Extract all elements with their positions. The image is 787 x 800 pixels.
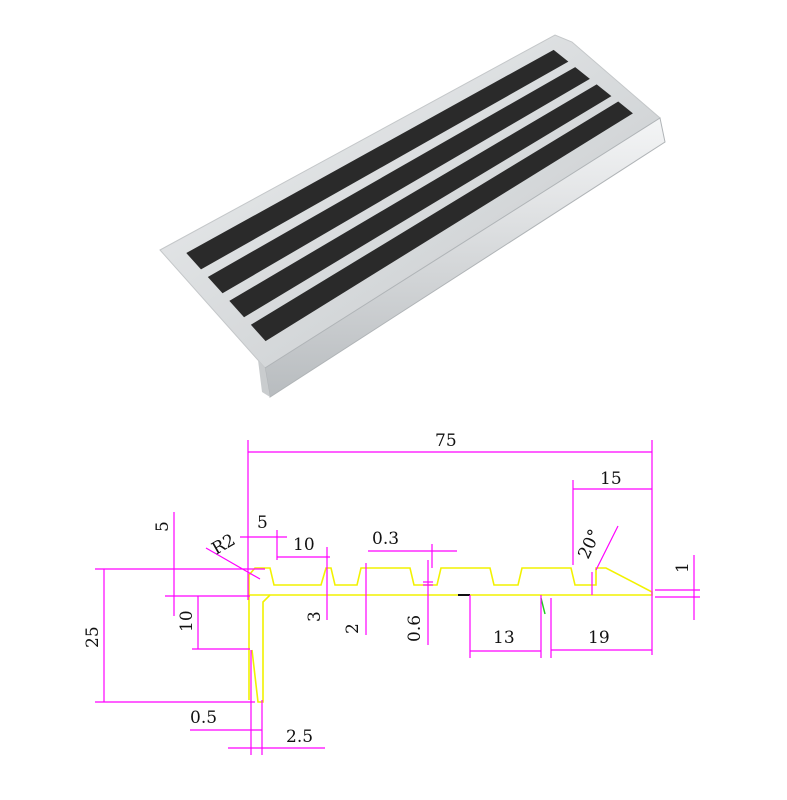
- anti-slip-strip: [229, 84, 612, 318]
- dim-5-top: 5: [257, 513, 268, 533]
- anti-slip-strip: [186, 49, 569, 270]
- dim-0-5: 0.5: [190, 708, 217, 728]
- dim-75: 75: [435, 431, 457, 451]
- dim-10-top: 10: [293, 535, 315, 555]
- dim-r2: R2: [209, 530, 239, 559]
- green-mark: [540, 597, 546, 615]
- dim-1: 1: [673, 562, 693, 573]
- dim-10-left: 10: [177, 610, 197, 632]
- anti-slip-strip: [207, 67, 590, 294]
- dim-5-left: 5: [153, 521, 173, 532]
- dim-20-deg: 20°: [574, 526, 605, 562]
- dim-3: 3: [305, 611, 325, 622]
- dim-2: 2: [343, 623, 363, 634]
- anti-slip-strip: [250, 101, 633, 342]
- dim-13: 13: [493, 628, 515, 648]
- dim-0-6: 0.6: [405, 615, 425, 642]
- dim-2-5: 2.5: [286, 727, 313, 747]
- dimension-lines: [95, 440, 700, 755]
- nosing-end-cap: [258, 360, 270, 397]
- dim-0-3: 0.3: [372, 529, 399, 549]
- dim-19: 19: [588, 628, 610, 648]
- nosing-front-face: [264, 117, 666, 398]
- dim-25: 25: [83, 626, 103, 648]
- dim-15: 15: [600, 469, 622, 489]
